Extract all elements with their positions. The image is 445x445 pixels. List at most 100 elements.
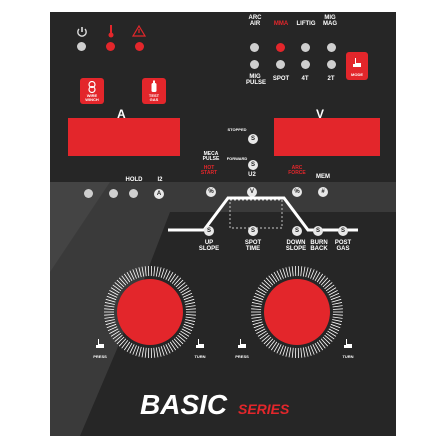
stopped-button[interactable]: S — [248, 134, 258, 144]
knob-tick — [320, 338, 329, 347]
up-slope-label: UP SLOPE — [198, 240, 220, 252]
mem-button[interactable]: # — [318, 187, 328, 197]
knob-tick — [256, 328, 266, 334]
knob-tick — [253, 323, 264, 329]
stopped-button-symbol: S — [250, 136, 255, 142]
knob-tick — [300, 266, 303, 277]
knob-tick — [251, 319, 262, 322]
knob-tick — [328, 328, 338, 334]
knob-tick — [318, 340, 326, 349]
i2-button[interactable]: A — [154, 189, 164, 199]
right-press-hand-icon — [238, 339, 246, 348]
knob-tick — [155, 347, 159, 358]
up-slope-button[interactable]: S — [204, 226, 214, 236]
knob-tick — [123, 273, 131, 283]
warning-icon — [132, 25, 146, 37]
burn-back-button[interactable]: S — [313, 226, 323, 236]
knob-tick — [254, 326, 265, 332]
knob-tick — [165, 270, 171, 280]
hold-led — [129, 189, 138, 198]
hot-start-button[interactable]: % — [206, 187, 216, 197]
knob-tick — [158, 267, 162, 278]
knob-tick — [252, 321, 263, 326]
knob-tick — [112, 284, 122, 292]
knob-tick — [185, 302, 196, 305]
knob-tick — [169, 273, 177, 283]
knob-tick — [107, 326, 118, 332]
left-knob[interactable] — [95, 257, 205, 367]
knob-tick — [181, 328, 191, 334]
knob-tick — [329, 292, 340, 298]
spot-time-label: SPOT TIME — [244, 240, 262, 252]
knob-tick — [254, 292, 265, 298]
knob-tick — [279, 269, 284, 279]
knob-tick — [105, 298, 116, 303]
forward-button-symbol: S — [250, 162, 255, 168]
knob-tick — [135, 268, 140, 278]
post-gas-button[interactable]: S — [338, 226, 348, 236]
arc-force-label: ARC FORCE — [288, 165, 306, 176]
test-gas-button[interactable]: TEST GAS — [142, 78, 166, 104]
wire-winch-button[interactable]: WIRE WINCH — [80, 78, 104, 104]
knob-tick — [104, 308, 115, 310]
wire-winch-label: WIRE WINCH — [85, 93, 99, 102]
left-press-hand-icon — [96, 339, 104, 348]
knob-tick — [167, 271, 174, 282]
knob-tick — [180, 330, 190, 337]
mode-2t-led — [327, 60, 336, 69]
knob-tick — [314, 342, 321, 353]
knob-tick — [185, 308, 196, 310]
knob-tick — [173, 277, 182, 286]
knob-tick — [322, 336, 331, 345]
knob-tick — [114, 282, 123, 290]
down-slope-button[interactable]: S — [292, 226, 302, 236]
mode-mig-mag-led — [327, 43, 336, 52]
mode-2t-label: 2T — [327, 76, 335, 82]
knob-tick — [332, 314, 343, 316]
forward-button[interactable]: S — [248, 160, 258, 170]
spot-time-button[interactable]: S — [248, 226, 258, 236]
knob-tick — [316, 273, 324, 283]
knob-tick — [307, 346, 312, 356]
knob-tick — [261, 334, 270, 342]
knob-tick — [330, 295, 341, 301]
knob-tick — [183, 295, 194, 301]
knob-tick — [270, 341, 278, 351]
knob-tick — [332, 316, 343, 319]
knob-tick — [251, 314, 262, 316]
knob-tick — [305, 346, 309, 357]
knob-tick — [332, 302, 343, 305]
knob-tick — [325, 332, 335, 340]
knob-tick — [165, 344, 171, 354]
meca-pulse-label: MECA PULSE — [202, 151, 220, 162]
knob-tick — [268, 340, 276, 349]
knob-tick — [158, 346, 162, 357]
knob-tick — [123, 341, 131, 351]
i2-label: I2 — [157, 177, 163, 183]
knob-tick — [302, 266, 306, 277]
knob-tick — [253, 295, 264, 301]
mode-mma-label: MMA — [273, 21, 289, 27]
knob-tick — [332, 319, 343, 322]
knob-tick — [288, 266, 292, 277]
knob-tick — [312, 344, 318, 354]
knob-tick — [332, 308, 343, 310]
knob-tick — [259, 284, 269, 292]
knob-tick — [129, 270, 135, 280]
mode-button[interactable]: MODE — [346, 52, 368, 80]
knob-tick — [273, 342, 280, 353]
arc-force-button[interactable]: % — [292, 187, 302, 197]
gas-bottle-icon — [151, 80, 157, 92]
mode-mma-led — [276, 43, 285, 52]
knob-tick — [310, 269, 315, 279]
right-press-label: PRESS — [235, 354, 249, 359]
knob-tick — [118, 277, 127, 286]
knob-tick — [104, 319, 115, 322]
u2-button[interactable]: V — [247, 187, 257, 197]
knob-tick — [121, 340, 129, 349]
mode-liftig-label: LIFTIG — [296, 21, 316, 27]
right-knob[interactable] — [242, 257, 352, 367]
knob-tick — [171, 275, 179, 284]
knob-tick — [153, 266, 156, 277]
wire-spool-icon — [88, 81, 96, 93]
